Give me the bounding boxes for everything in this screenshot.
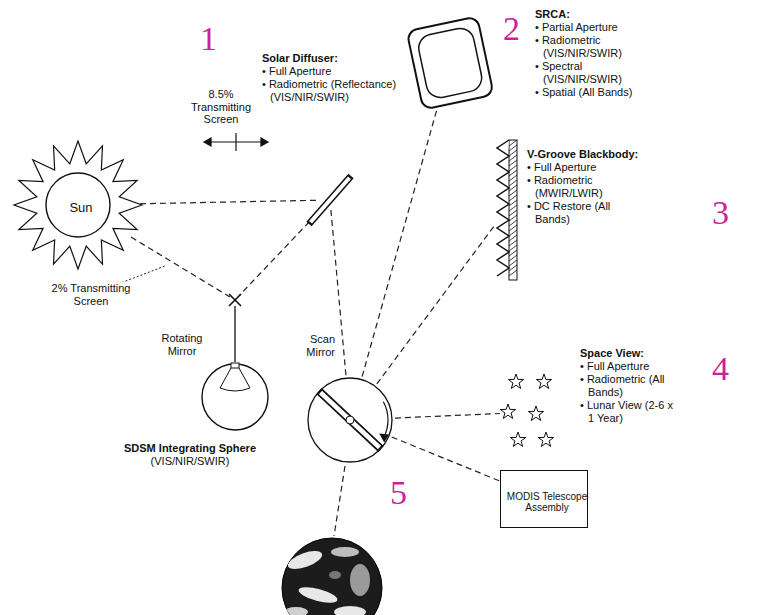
callout-number: 2 — [503, 12, 520, 46]
shape-outline — [225, 290, 245, 310]
sphere-node: SDSM Integrating Sphere(VIS/NIR/SWIR) — [200, 362, 270, 432]
node-text: • Spatial (All Bands) — [535, 86, 640, 99]
node-label: Solar Diffuser:• Full Aperture• Radiomet… — [262, 52, 432, 104]
callout-number: 4 — [712, 352, 729, 386]
node-text: (VIS/NIR/SWIR) — [85, 455, 295, 468]
diffuser-plate-face — [311, 178, 350, 223]
node-heading: Solar Diffuser: — [262, 52, 432, 65]
node-text: • Partial Aperture — [535, 21, 640, 34]
node-label: Rotating Mirror — [147, 332, 217, 358]
node-heading: SRCA: — [535, 8, 640, 21]
rotation-arrow — [383, 402, 388, 437]
node-text: • Radiometric (VIS/NIR/SWIR) — [535, 34, 640, 60]
beam-path — [131, 237, 230, 297]
star-symbol — [508, 374, 523, 388]
node-heading: SDSM Integrating Sphere — [85, 442, 295, 455]
star-symbol — [510, 432, 525, 446]
node-text: • DC Restore (All Bands) — [527, 200, 645, 226]
node-label: SDSM Integrating Sphere(VIS/NIR/SWIR) — [85, 442, 295, 468]
scan-node: Scan Mirror — [305, 375, 395, 465]
scan-mirror-axis — [346, 416, 354, 424]
beam-path — [234, 306, 235, 362]
callout-number: 5 — [390, 476, 407, 510]
beam-path — [140, 200, 320, 204]
beam-path — [377, 225, 495, 384]
node-text: • Radiometric (All Bands) — [580, 373, 682, 399]
scan-mirror-housing — [308, 378, 392, 462]
shape-outline — [495, 140, 517, 280]
screen-label: 2% Transmitting Screen — [50, 282, 132, 307]
node-text: • Full Aperture — [527, 161, 645, 174]
blackbody-hatching — [509, 140, 517, 276]
shape-outline — [200, 362, 270, 432]
node-text: Scan Mirror — [283, 333, 335, 359]
scan-mirror-face — [321, 393, 380, 448]
star-symbol — [536, 374, 551, 388]
diffuser-node: Solar Diffuser:• Full Aperture• Radiomet… — [305, 170, 355, 230]
sun-disc — [46, 173, 110, 237]
rotation-arrowhead — [379, 434, 389, 443]
node-text: • Spectral (VIS/NIR/SWIR) — [535, 60, 640, 86]
node-text: • Lunar View (2-6 x 1 Year) — [580, 399, 682, 425]
diffuser-plate — [309, 176, 351, 224]
node-text: • Radiometric (Reflectance) (VIS/NIR/SWI… — [262, 78, 432, 104]
node-label: V-Groove Blackbody:• Full Aperture• Radi… — [527, 148, 645, 226]
beam-path — [395, 414, 500, 419]
shape-outline — [305, 170, 355, 230]
node-text: • Full Aperture — [580, 360, 682, 373]
node-text: • Radiometric (MWIR/LWIR) — [527, 174, 645, 200]
srca-node: SRCA:• Partial Aperture• Radiometric (VI… — [400, 15, 500, 110]
node-heading: V-Groove Blackbody: — [527, 148, 645, 161]
star-symbol — [528, 406, 543, 420]
star-symbol — [538, 432, 553, 446]
beam-path — [362, 110, 437, 377]
earth-view-line — [334, 466, 345, 536]
rotmirror-node: Rotating Mirror — [225, 290, 245, 310]
node-text: Rotating Mirror — [147, 332, 217, 358]
scan-mirror-plate — [319, 391, 381, 449]
screen-label: 8.5% Transmitting Screen — [180, 88, 262, 126]
callout-number: 3 — [712, 196, 729, 230]
node-text: • Full Aperture — [262, 65, 432, 78]
star-symbol — [500, 404, 515, 418]
node-label: Sun — [8, 135, 154, 281]
rotating-mirror-symbol — [229, 294, 241, 306]
blackbody-grooves — [497, 140, 509, 276]
blackbody-body — [509, 140, 517, 280]
transmitting-screen-symbol — [204, 133, 268, 151]
node-text: MODIS Telescope Assembly — [504, 491, 590, 514]
shape-outline — [400, 15, 500, 110]
shape-outline — [305, 375, 395, 465]
srca-housing — [407, 16, 494, 109]
blackbody-node: V-Groove Blackbody:• Full Aperture• Radi… — [495, 140, 517, 280]
node-label: Space View:• Full Aperture• Radiometric … — [580, 347, 682, 425]
node-label: SRCA:• Partial Aperture• Radiometric (VI… — [535, 8, 640, 99]
stars-node: Space View:• Full Aperture• Radiometric … — [500, 372, 570, 452]
callout-number: 1 — [200, 22, 217, 56]
beam-path — [392, 437, 500, 481]
node-text: Sun — [69, 201, 92, 216]
sun-node: Sun — [8, 135, 148, 275]
telescope-box: MODIS Telescope Assembly — [500, 470, 588, 528]
earth-globe — [282, 538, 382, 615]
sphere-interior — [220, 363, 250, 391]
node-heading: Space View: — [580, 347, 682, 360]
node-label: MODIS Telescope Assembly — [501, 471, 593, 533]
node-label: Scan Mirror — [283, 333, 335, 359]
shape-outline — [500, 372, 570, 452]
integrating-sphere — [202, 364, 268, 430]
sun-rays — [14, 141, 142, 269]
